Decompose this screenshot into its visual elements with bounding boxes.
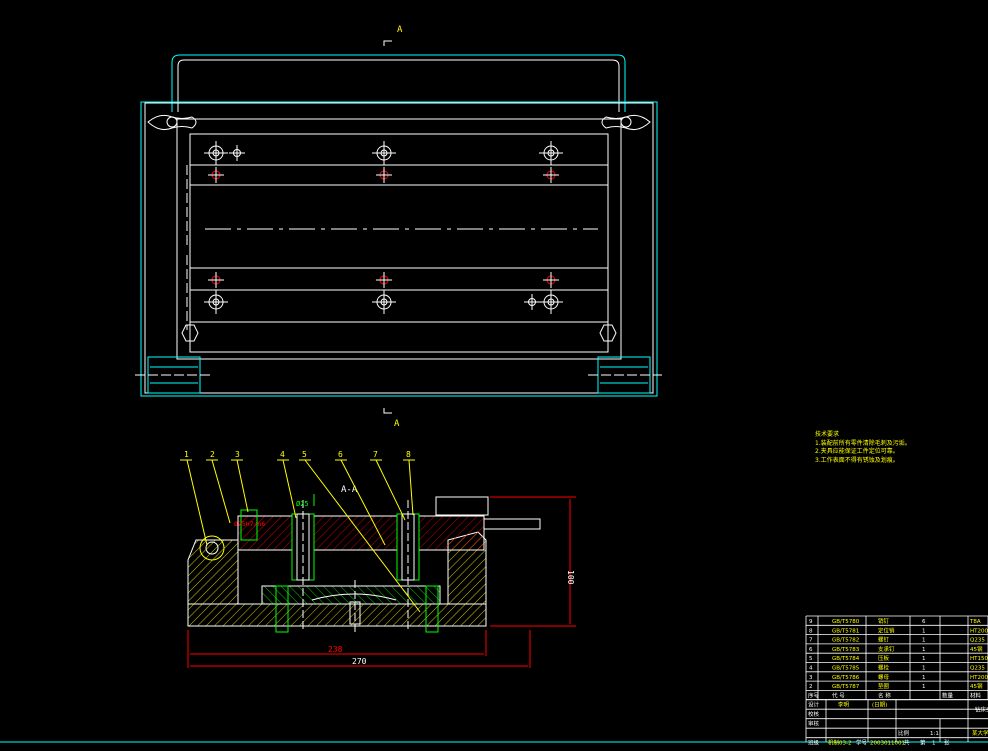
bom-row-material: HT200	[970, 628, 988, 634]
bom-row-material: 45钢	[970, 682, 983, 690]
section-mark-bottom: A	[383, 408, 400, 429]
bom-row-material: Q235	[970, 638, 985, 644]
title-class-label: 班级	[808, 739, 820, 747]
section-view-label: A-A	[341, 485, 358, 495]
bom-row-material: Q235	[970, 666, 985, 672]
title-student-value: 2003011001	[870, 741, 905, 747]
title-student-label: 学号	[856, 739, 868, 747]
note-1: 1.装配前所有零件清除毛刺及污垢。	[815, 439, 911, 447]
bom-row-code: GB/T5787	[832, 684, 860, 690]
bom-row-qty: 1	[922, 628, 926, 634]
bom-row-name: 支承钉	[878, 645, 895, 653]
notes-title: 技术要求	[815, 431, 840, 438]
clamp-handle-right	[601, 114, 651, 130]
bom-header-qty: 数量	[942, 691, 954, 699]
bom-row-no: 3	[809, 675, 813, 681]
title-drawing: 钻床夹具	[975, 706, 988, 714]
bom-row-code: GB/T5780	[832, 619, 860, 625]
bom-row-qty: 1	[922, 675, 926, 681]
callout-7: 7	[373, 450, 378, 459]
bom-header-no: 序号	[808, 691, 820, 699]
bom-row-no: 4	[809, 666, 813, 672]
title-sheet-unit: 张	[944, 739, 950, 747]
dim-height: 100	[566, 570, 575, 585]
plan-view: A A	[135, 25, 662, 429]
bom-row-name: 螺钉	[878, 636, 890, 644]
bom-row-code: GB/T5781	[832, 628, 859, 634]
note-3: 3.工作表面不得有锈蚀及划痕。	[815, 456, 899, 464]
bom-row-qty: 6	[922, 619, 926, 625]
note-2: 2.夹具应能保证工件定位可靠。	[815, 448, 899, 455]
clamp-handle-left	[147, 114, 197, 130]
drill-holes-lower	[204, 272, 563, 314]
section-label-bottom: A	[394, 419, 400, 429]
section-view: A-A	[180, 450, 576, 668]
bom-row-material: T8A	[969, 619, 981, 625]
title-sheet-total: 共	[904, 739, 910, 747]
title-scale: 1:1	[930, 731, 939, 737]
callout-3: 3	[235, 450, 240, 459]
fit-label: Ø25	[296, 500, 309, 508]
title-scale-label: 比例	[898, 729, 910, 737]
bom-row-name: 螺母	[878, 673, 890, 681]
title-sheet-label: 第	[920, 739, 926, 747]
bom-row-code: GB/T5786	[832, 675, 860, 681]
title-sheet-no: 1	[932, 741, 936, 747]
bom-row-code: GB/T5783	[832, 647, 860, 653]
title-review-label: 审核	[808, 720, 820, 728]
drill-holes-upper	[204, 141, 563, 183]
bom-row-qty: 1	[922, 666, 926, 672]
callout-2: 2	[210, 450, 215, 459]
title-design-name: 李明	[838, 701, 850, 709]
bom-row-no: 6	[809, 647, 813, 653]
bom-row-name: 压板	[878, 654, 890, 662]
callout-5: 5	[302, 450, 307, 459]
callout-4: 4	[280, 450, 285, 459]
dim-length-1: 238	[328, 645, 343, 654]
bom-row-no: 7	[809, 638, 813, 644]
bom-header-code: 代 号	[832, 691, 845, 699]
bom-row-qty: 1	[922, 638, 926, 644]
hex-bolt-left	[181, 324, 199, 342]
bom-row-no: 5	[809, 656, 813, 662]
title-check-label: 校核	[808, 710, 820, 718]
bom-row-code: GB/T5782	[832, 638, 859, 644]
bom-header-material: 材料	[970, 691, 982, 699]
bom-row-no: 9	[809, 619, 813, 625]
bom-row-no: 8	[809, 628, 813, 634]
callout-6: 6	[338, 450, 343, 459]
bom-row-qty: 1	[922, 656, 926, 662]
bom-row-material: HT200	[970, 675, 988, 681]
section-mark-top: A	[383, 25, 403, 46]
callout-8: 8	[406, 450, 411, 459]
bom-row-material: HT150	[970, 656, 988, 662]
base-foot-left	[135, 356, 210, 394]
bom-row-name: 销钉	[878, 617, 890, 625]
callout-fit: Ø25H7/n6	[234, 520, 265, 528]
bom-row-qty: 1	[922, 684, 926, 690]
bom-row-no: 2	[809, 684, 813, 690]
section-label-top: A	[397, 25, 403, 35]
bom-row-code: GB/T5785	[832, 666, 860, 672]
bom-row-name: 垫圈	[878, 682, 890, 690]
bom-row-code: GB/T5784	[832, 656, 860, 662]
bom-header-name: 名 称	[878, 691, 891, 699]
dim-length-2: 270	[352, 657, 367, 666]
title-design-label: 设计	[808, 701, 820, 709]
base-foot-right	[588, 356, 662, 394]
title-school: 某大学	[972, 729, 988, 737]
title-class-value: 机制03-2	[828, 739, 851, 747]
title-date: (日期)	[872, 702, 887, 709]
callout-1: 1	[184, 450, 189, 459]
bom-row-material: 45钢	[970, 645, 983, 653]
technical-notes: 技术要求 1.装配前所有零件清除毛刺及污垢。 2.夹具应能保证工件定位可靠。 3…	[815, 431, 911, 465]
hex-bolt-right	[599, 324, 617, 342]
bom-row-name: 定位销	[878, 626, 895, 634]
bom-row-qty: 1	[922, 647, 926, 653]
bom-row-name: 螺栓	[878, 664, 890, 672]
